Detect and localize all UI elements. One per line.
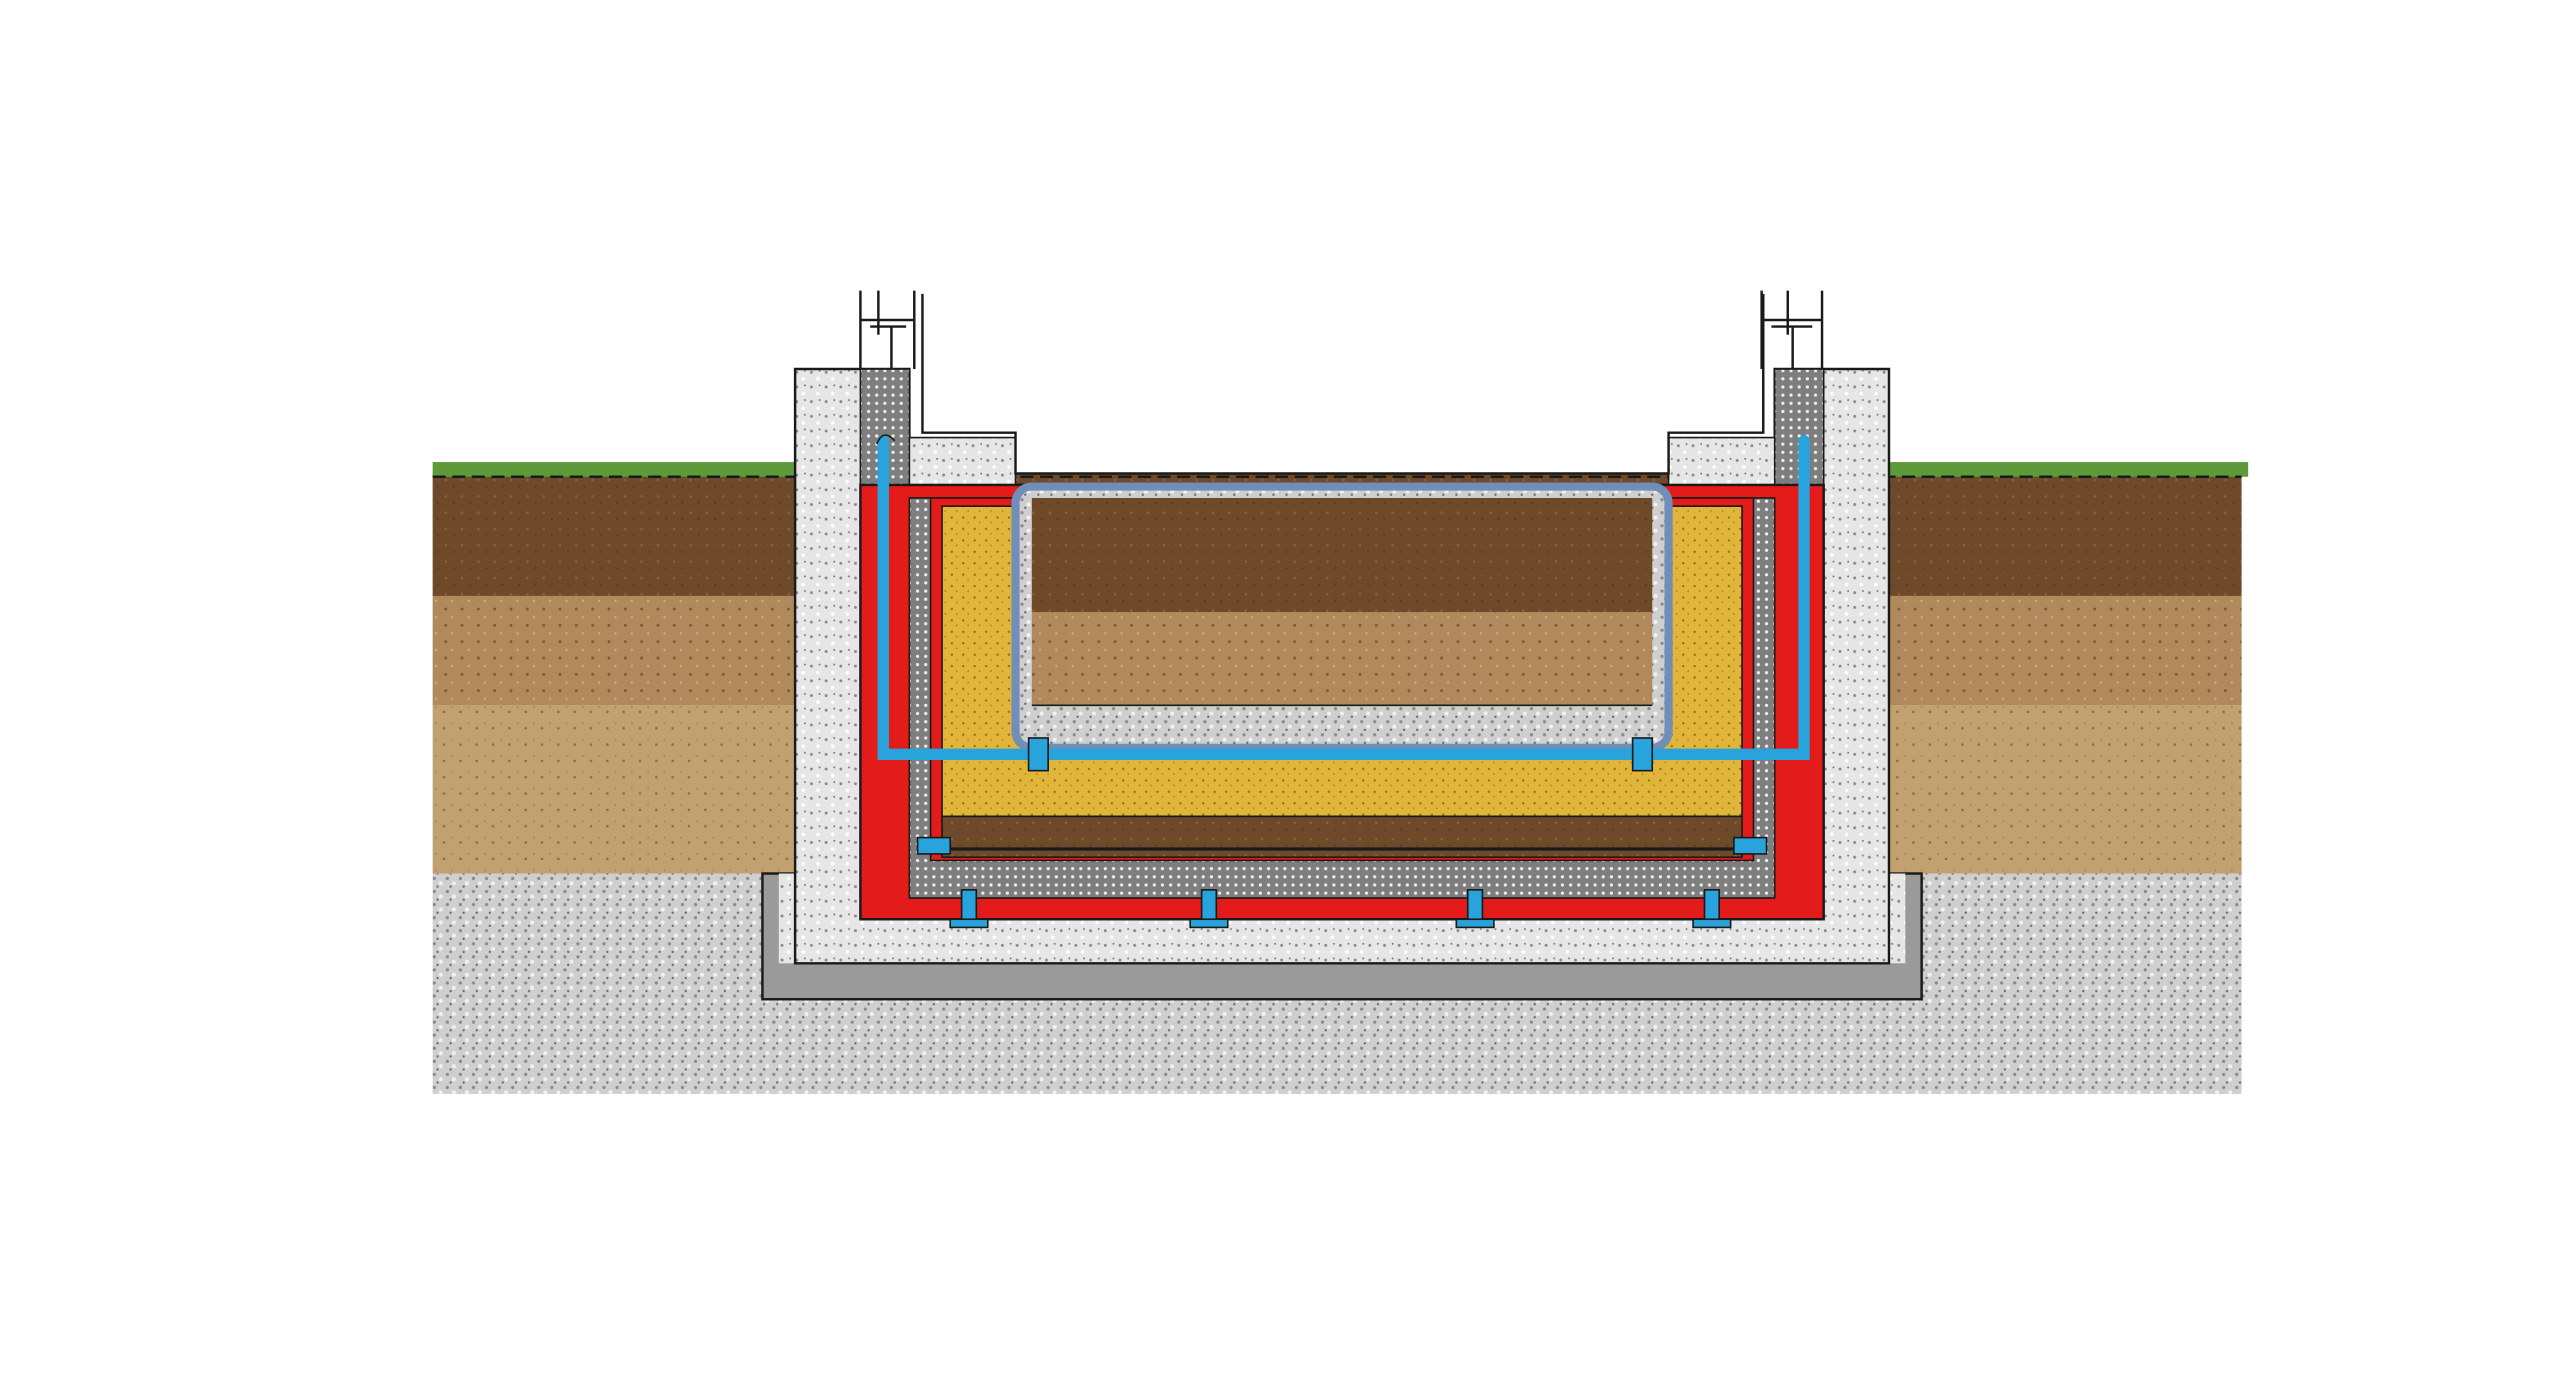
coping-right: [1667, 436, 1776, 488]
deck-line: [921, 293, 1765, 475]
support-brackets: [916, 836, 1768, 929]
support-bracket: [949, 889, 989, 929]
inner-box: [1011, 482, 1673, 752]
coping-left: [908, 436, 1017, 488]
post-right: [1760, 290, 1824, 370]
corner-fitting-left: [916, 836, 952, 855]
support-bracket: [1455, 889, 1495, 929]
pipe-clamp-left: [1027, 737, 1049, 772]
pipe-clamp-right: [1631, 737, 1654, 772]
support-bracket: [1692, 889, 1732, 929]
bottom-soil-layer: [941, 815, 1743, 859]
support-bracket: [1189, 889, 1229, 929]
grass-right: [1888, 462, 2249, 477]
drain-pipe: [877, 435, 1810, 761]
corner-fitting-right: [1733, 836, 1768, 855]
post-left: [859, 290, 916, 370]
grass-left: [432, 462, 796, 477]
